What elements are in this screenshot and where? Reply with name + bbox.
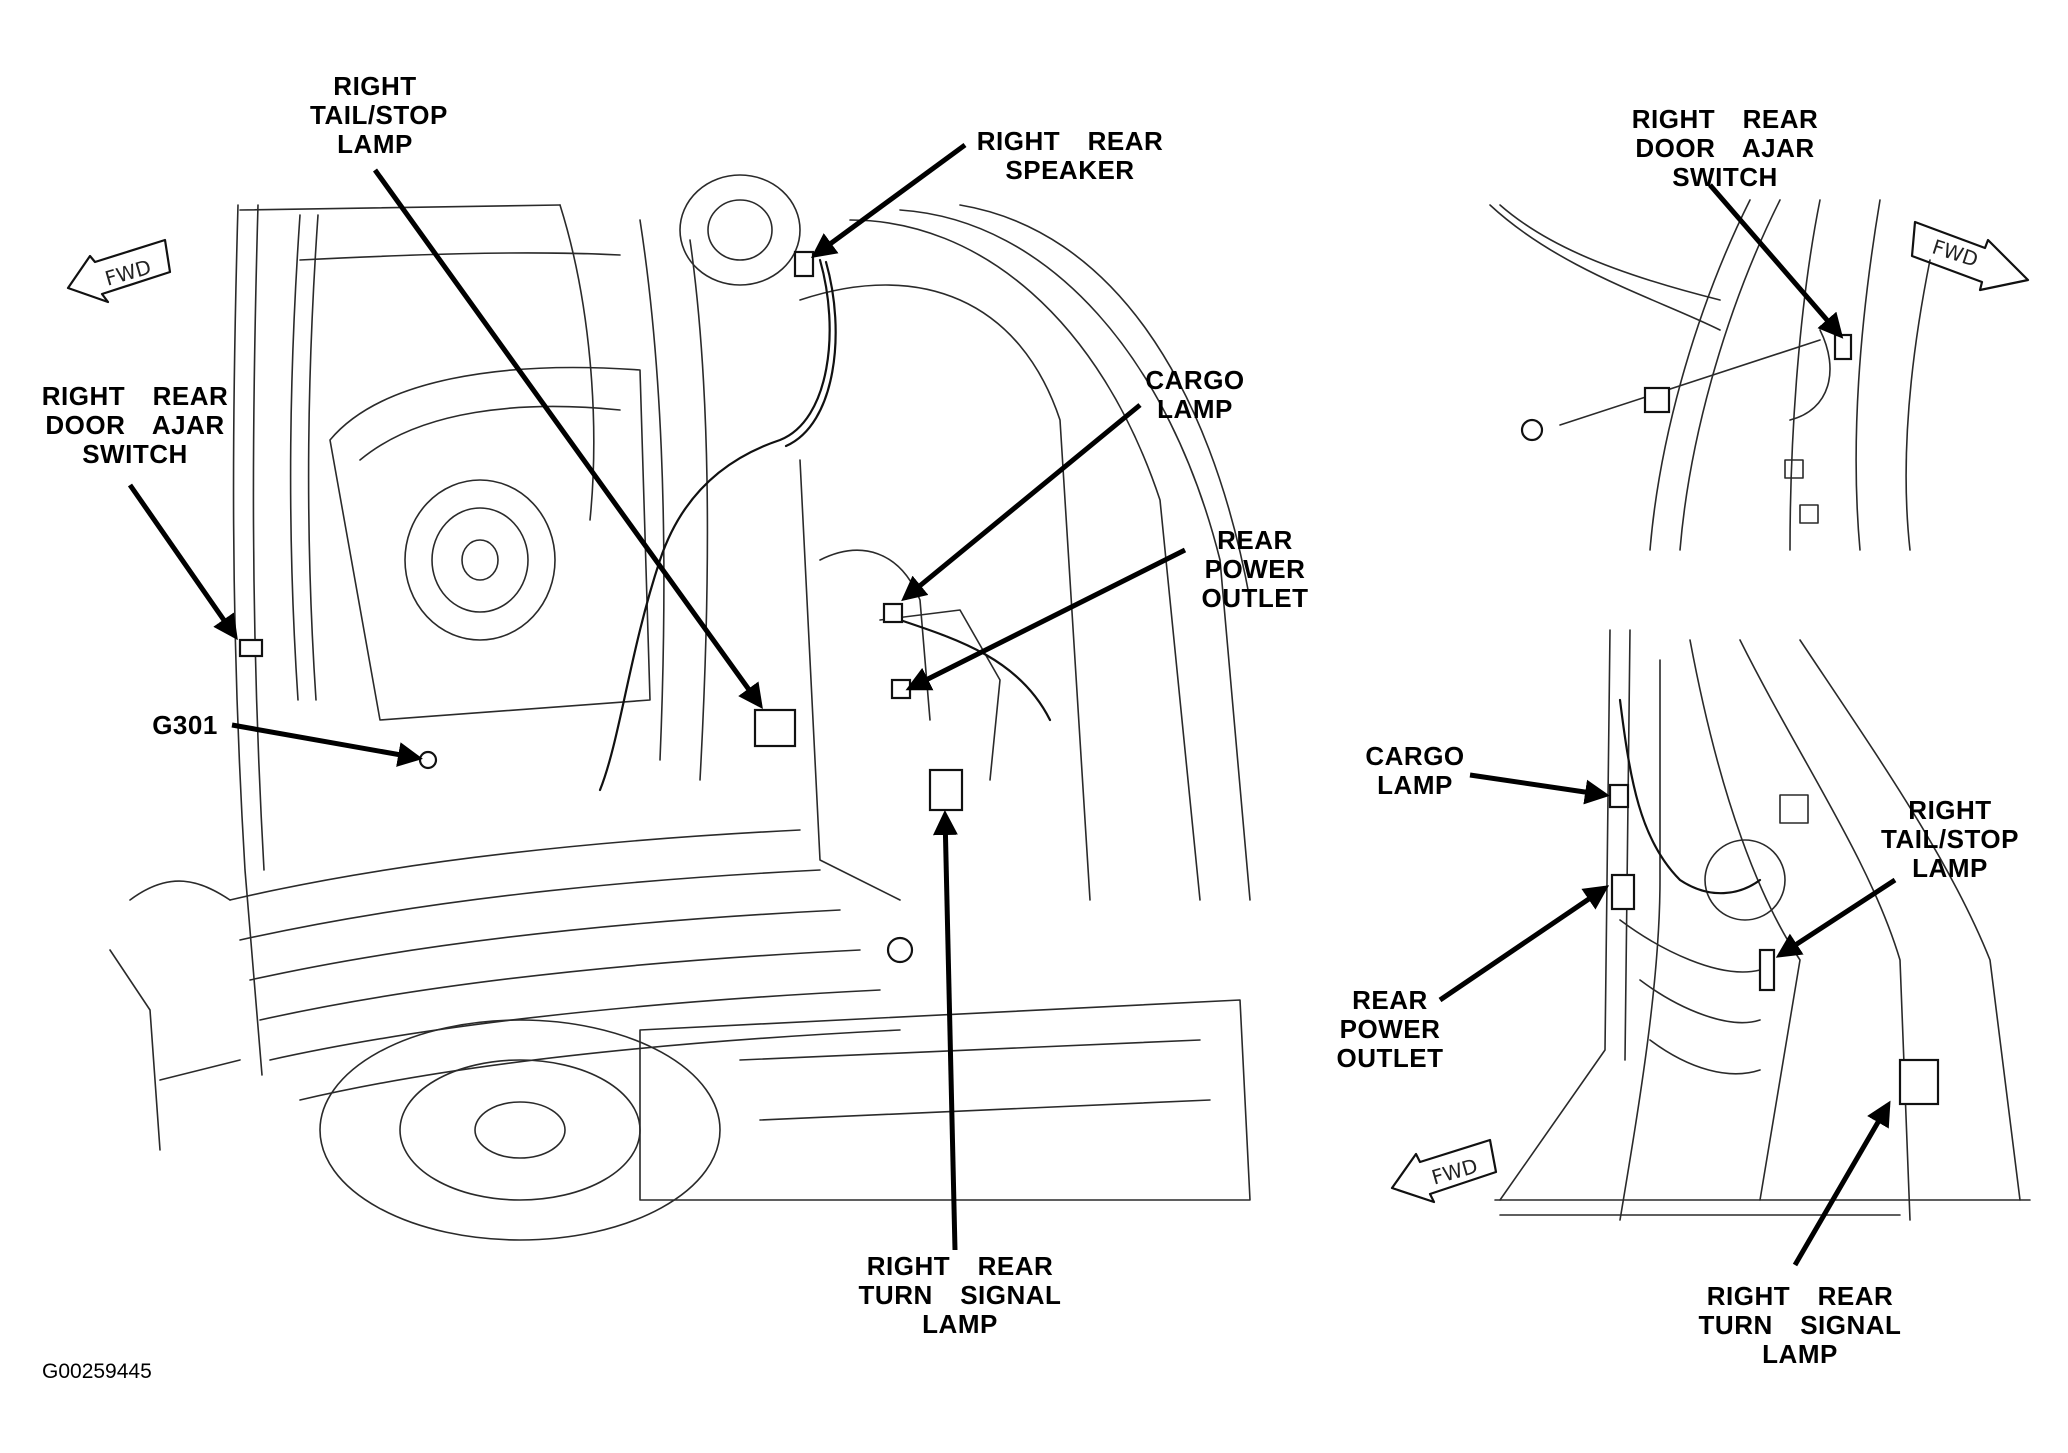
inset-top-line-art [1489,199,1931,551]
inset-top-label-door-ajar-switch: RIGHT REAR DOOR AJAR SWITCH [1631,104,1819,192]
inset-bottom-fwd-label: FWD [1429,1154,1480,1190]
inset-top-door-ajar-switch [1833,333,1853,361]
inset-bottom-tail-stop-lamp [1758,948,1776,992]
power-outlet-connector [890,678,912,700]
inset-bottom-power-outlet [1610,873,1636,911]
rear-speaker-connector [793,250,815,278]
arrow-rear-power-outlet [905,547,1187,691]
label-rear-power-outlet: REAR POWER OUTLET [1201,525,1309,613]
label-cargo-lamp: CARGO LAMP [1145,365,1245,424]
arrow-inset-bottom-cargo-lamp [1469,772,1610,805]
inset-bottom-label-rear-power-outlet: REAR POWER OUTLET [1336,985,1444,1073]
arrow-inset-top-door-ajar-switch [1708,183,1844,339]
figure-code: G00259445 [42,1360,152,1383]
inset-bottom-fwd-arrow-icon: FWD [1390,1138,1498,1204]
arrow-right-rear-door-ajar-switch [127,483,238,641]
inset-bottom-label-turn-signal-lamp: RIGHT REAR TURN SIGNAL LAMP [1698,1281,1902,1369]
label-right-rear-speaker: RIGHT REAR SPEAKER [976,126,1164,185]
turn-signal-lamp-connector [928,768,964,812]
arrow-inset-bottom-turn-signal-lamp [1792,1100,1891,1267]
cargo-lamp-connector [882,602,904,624]
arrow-inset-bottom-tail-stop-lamp [1775,877,1897,958]
inset-bottom-cargo-lamp [1608,783,1630,809]
door-ajar-switch-connector [238,638,264,658]
inset-bottom-label-tail-stop-lamp: RIGHT TAIL/STOP LAMP [1881,795,2019,883]
leader-arrows [127,142,1897,1267]
arrow-right-tail-stop-lamp [372,168,763,710]
tail-stop-lamp-connector [753,708,797,748]
g301-ground-point [418,750,438,770]
main-view-line-art [109,174,1251,1241]
label-right-rear-door-ajar-switch: RIGHT REAR DOOR AJAR SWITCH [41,381,229,469]
inset-top-fwd-arrow-icon: FWD [1910,220,2030,292]
fwd-arrow-icon: FWD [66,238,172,304]
arrow-cargo-lamp [901,403,1142,602]
label-right-tail-stop-lamp: RIGHT TAIL/STOP LAMP [310,71,448,159]
inset-bottom-turn-signal-lamp [1898,1058,1940,1106]
inset-bottom-label-cargo-lamp: CARGO LAMP [1365,741,1465,800]
label-g301: G301 [152,710,218,740]
arrow-inset-bottom-power-outlet [1438,885,1610,1003]
main-view-components [238,250,964,812]
arrow-right-rear-speaker [810,142,967,258]
arrow-right-rear-turn-signal-lamp [932,810,958,1251]
arrow-g301 [231,722,423,767]
label-right-rear-turn-signal-lamp: RIGHT REAR TURN SIGNAL LAMP [858,1251,1062,1339]
inset-bottom-line-art [1494,629,2031,1221]
